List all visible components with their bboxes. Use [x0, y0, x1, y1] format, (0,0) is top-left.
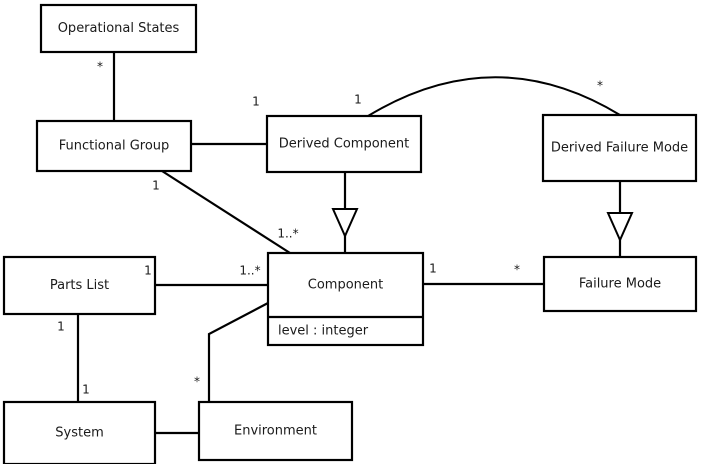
class-name-operational-states: Operational States — [58, 21, 180, 36]
class-box-system[interactable]: System — [2, 400, 157, 464]
class-frame-operational-states[interactable] — [39, 3, 198, 54]
multiplicity-label-environment-component-0: * — [194, 375, 200, 389]
multiplicity-label-component-failure-mode-0: 1 — [429, 262, 437, 276]
class-attribute-component-0: level : integer — [278, 324, 369, 339]
class-frame-environment[interactable] — [197, 400, 354, 462]
class-frame-derived-component[interactable] — [265, 114, 423, 174]
class-box-functional-group[interactable]: Functional Group — [35, 119, 193, 173]
multiplicity-label-derived-component-derived-failure-mode-0: 1 — [354, 93, 362, 107]
association-derived-component-component-generalization — [331, 172, 359, 253]
multiplicity-label-operational-states-functional-group-0: * — [97, 60, 103, 74]
multiplicity-label-parts-list-system-1: 1 — [82, 383, 90, 397]
class-frame-system[interactable] — [2, 400, 157, 464]
multiplicity-label-functional-group-component-0: 1 — [152, 179, 160, 193]
association-line-derived-component-derived-failure-mode — [367, 76, 621, 117]
association-derived-failure-mode-failure-mode-generalization — [606, 181, 634, 257]
class-frame-functional-group[interactable] — [35, 119, 193, 173]
class-name-derived-component: Derived Component — [279, 137, 410, 152]
association-line-functional-group-component — [161, 170, 291, 254]
association-line-environment-component — [207, 302, 269, 402]
generalization-arrowhead-derived-component-component-generalization — [331, 208, 359, 239]
class-box-operational-states[interactable]: Operational States — [39, 3, 198, 54]
class-name-component: Component — [308, 278, 383, 293]
multiplicity-label-derived-component-derived-failure-mode-1: * — [597, 79, 603, 93]
multiplicity-label-functional-group-component-1: 1..* — [277, 227, 298, 241]
class-name-derived-failure-mode: Derived Failure Mode — [551, 141, 688, 156]
class-frame-failure-mode[interactable] — [542, 255, 698, 313]
class-frame-component[interactable] — [266, 251, 425, 347]
class-box-derived-component[interactable]: Derived Component — [265, 114, 423, 174]
association-derived-component-derived-failure-mode — [367, 76, 621, 117]
class-name-failure-mode: Failure Mode — [579, 277, 661, 292]
multiplicity-labels-layer: * 1 1 1..* 1 * 1 1..* 1 * 1 1 * — [57, 60, 603, 397]
multiplicity-label-parts-list-component-1: 1..* — [239, 264, 260, 278]
multiplicity-label-parts-list-component-0: 1 — [144, 264, 152, 278]
class-box-derived-failure-mode[interactable]: Derived Failure Mode — [541, 113, 698, 183]
class-name-system: System — [55, 426, 103, 441]
multiplicity-label-parts-list-system-0: 1 — [57, 320, 65, 334]
class-box-component[interactable]: Component level : integer — [266, 251, 425, 347]
class-box-parts-list[interactable]: Parts List — [2, 255, 157, 316]
multiplicity-label-component-failure-mode-1: * — [514, 263, 520, 277]
class-frame-derived-failure-mode[interactable] — [541, 113, 698, 183]
association-functional-group-component — [161, 170, 291, 254]
associations-layer — [76, 52, 634, 435]
class-name-functional-group: Functional Group — [59, 139, 170, 154]
class-name-parts-list: Parts List — [50, 278, 109, 293]
class-box-environment[interactable]: Environment — [197, 400, 354, 462]
class-frame-parts-list[interactable] — [2, 255, 157, 316]
multiplicity-label-functional-group-derived-component-0: 1 — [252, 95, 260, 109]
association-environment-component — [207, 302, 269, 402]
generalization-arrowhead-derived-failure-mode-failure-mode-generalization — [606, 212, 634, 243]
class-name-environment: Environment — [234, 424, 317, 439]
class-box-failure-mode[interactable]: Failure Mode — [542, 255, 698, 313]
